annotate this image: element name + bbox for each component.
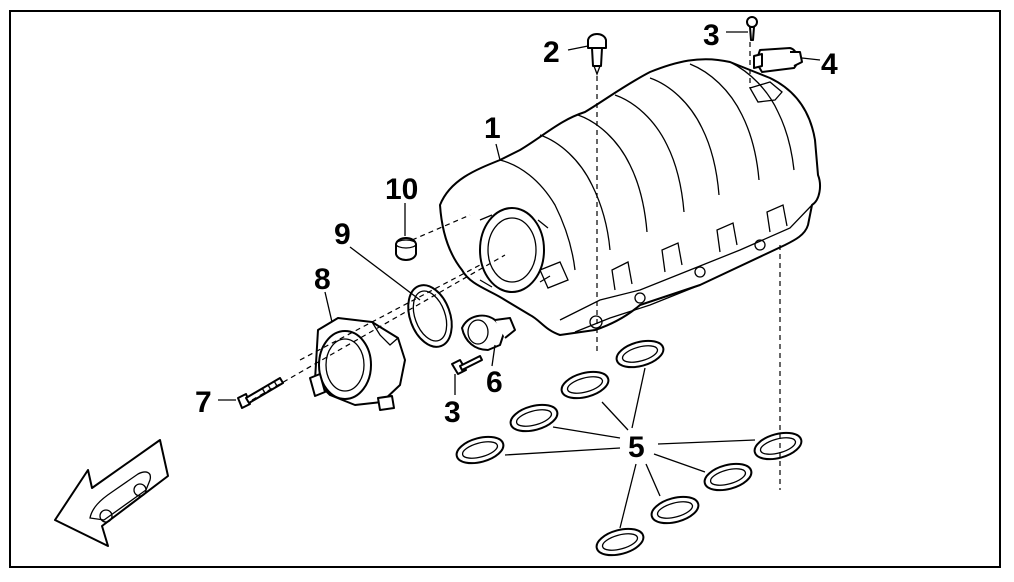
callout-1: 1 xyxy=(484,112,501,145)
intake-manifold xyxy=(439,58,821,336)
part-3-screw-bottom xyxy=(451,355,483,375)
leader-lines xyxy=(218,31,821,529)
alignment-lines xyxy=(251,42,781,490)
part-5-gaskets xyxy=(455,339,803,557)
callout-6: 6 xyxy=(486,366,503,399)
callout-10: 10 xyxy=(385,173,418,206)
callout-9: 9 xyxy=(334,218,351,251)
part-6-valve xyxy=(461,314,516,351)
part-10-cap xyxy=(395,237,417,261)
vehicle-direction-arrow-icon xyxy=(54,439,169,547)
part-9-o-ring xyxy=(407,284,453,348)
callout-8: 8 xyxy=(314,263,331,296)
part-4-sensor xyxy=(753,47,803,73)
part-2-plug xyxy=(587,33,607,76)
callout-5: 5 xyxy=(628,431,645,464)
callout-7: 7 xyxy=(195,386,212,419)
part-8-throttle-body xyxy=(309,317,406,411)
callout-3-top: 3 xyxy=(703,19,720,52)
part-7-bolt xyxy=(237,377,284,409)
callout-3-bottom: 3 xyxy=(444,396,461,429)
part-3-screw-top xyxy=(746,16,758,41)
callout-labels: 1 2 3 4 10 9 8 7 6 3 5 xyxy=(195,19,838,464)
callout-4: 4 xyxy=(821,48,838,81)
callout-2: 2 xyxy=(543,36,560,69)
diagram-frame xyxy=(9,10,1001,568)
